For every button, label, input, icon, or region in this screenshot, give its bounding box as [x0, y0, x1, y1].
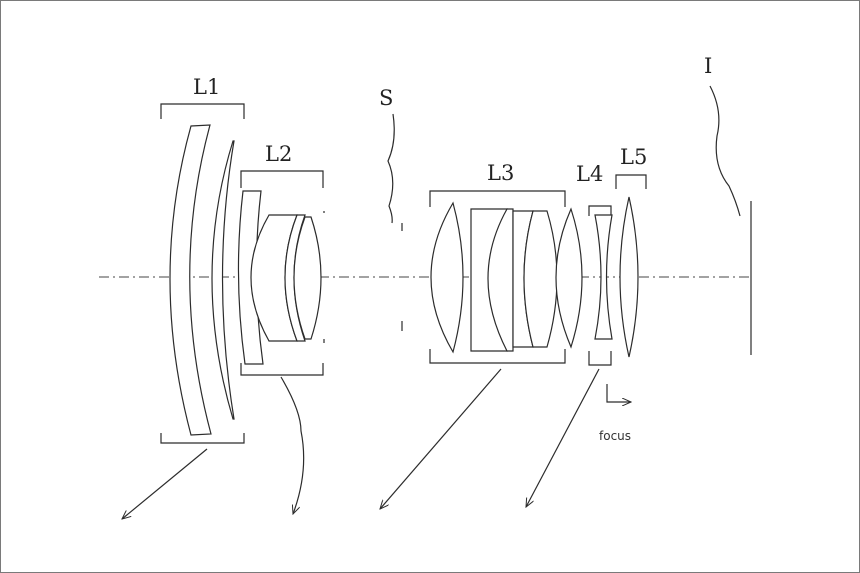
l5-bracket: [615, 174, 647, 189]
label-l2: L2: [265, 142, 292, 166]
lens-group-l4: [588, 205, 613, 366]
l3-lens-3: [487, 208, 514, 352]
l1-lens-1: [169, 124, 212, 436]
l3-bracket-top: [429, 190, 566, 207]
l3-movement-arrow: [380, 368, 502, 509]
lens-group-l5: [615, 174, 647, 358]
l4-bracket-top: [588, 205, 612, 216]
l1-bracket-bottom: [160, 433, 245, 444]
lens-group-l2: [237, 170, 325, 376]
l3-lens-1: [430, 201, 464, 354]
l3-lens-6: [555, 207, 583, 349]
image-plane-leader: [709, 85, 741, 217]
l3-bracket-bottom: [429, 349, 566, 364]
l2-bracket-top: [240, 170, 324, 188]
l2-bracket-bottom: [240, 363, 324, 376]
lens-group-l3: [429, 190, 583, 364]
stop-leader: [387, 113, 395, 224]
l4-movement-arrow: [526, 368, 600, 507]
label-l3: L3: [487, 161, 514, 185]
label-s: S: [379, 86, 393, 110]
l3-lens-5: [523, 210, 558, 348]
label-focus: focus: [599, 429, 631, 443]
focus-arrow: [606, 384, 631, 402]
l4-lens: [594, 214, 613, 340]
l1-movement-arrow: [122, 448, 208, 519]
l2-lens-4: [293, 216, 322, 340]
l4-bracket-bottom: [588, 351, 612, 366]
label-l1: L1: [193, 75, 220, 99]
aperture-stop: [387, 113, 403, 331]
l5-lens: [619, 196, 639, 358]
lens-group-l1: [160, 103, 245, 444]
label-i: I: [704, 54, 712, 78]
label-l5: L5: [620, 145, 647, 169]
label-l4: L4: [576, 162, 603, 186]
image-plane-group: [709, 85, 752, 355]
l2-movement-arrow: [280, 376, 305, 514]
l1-bracket-top: [160, 103, 245, 119]
l1-lens-2: [211, 140, 235, 420]
